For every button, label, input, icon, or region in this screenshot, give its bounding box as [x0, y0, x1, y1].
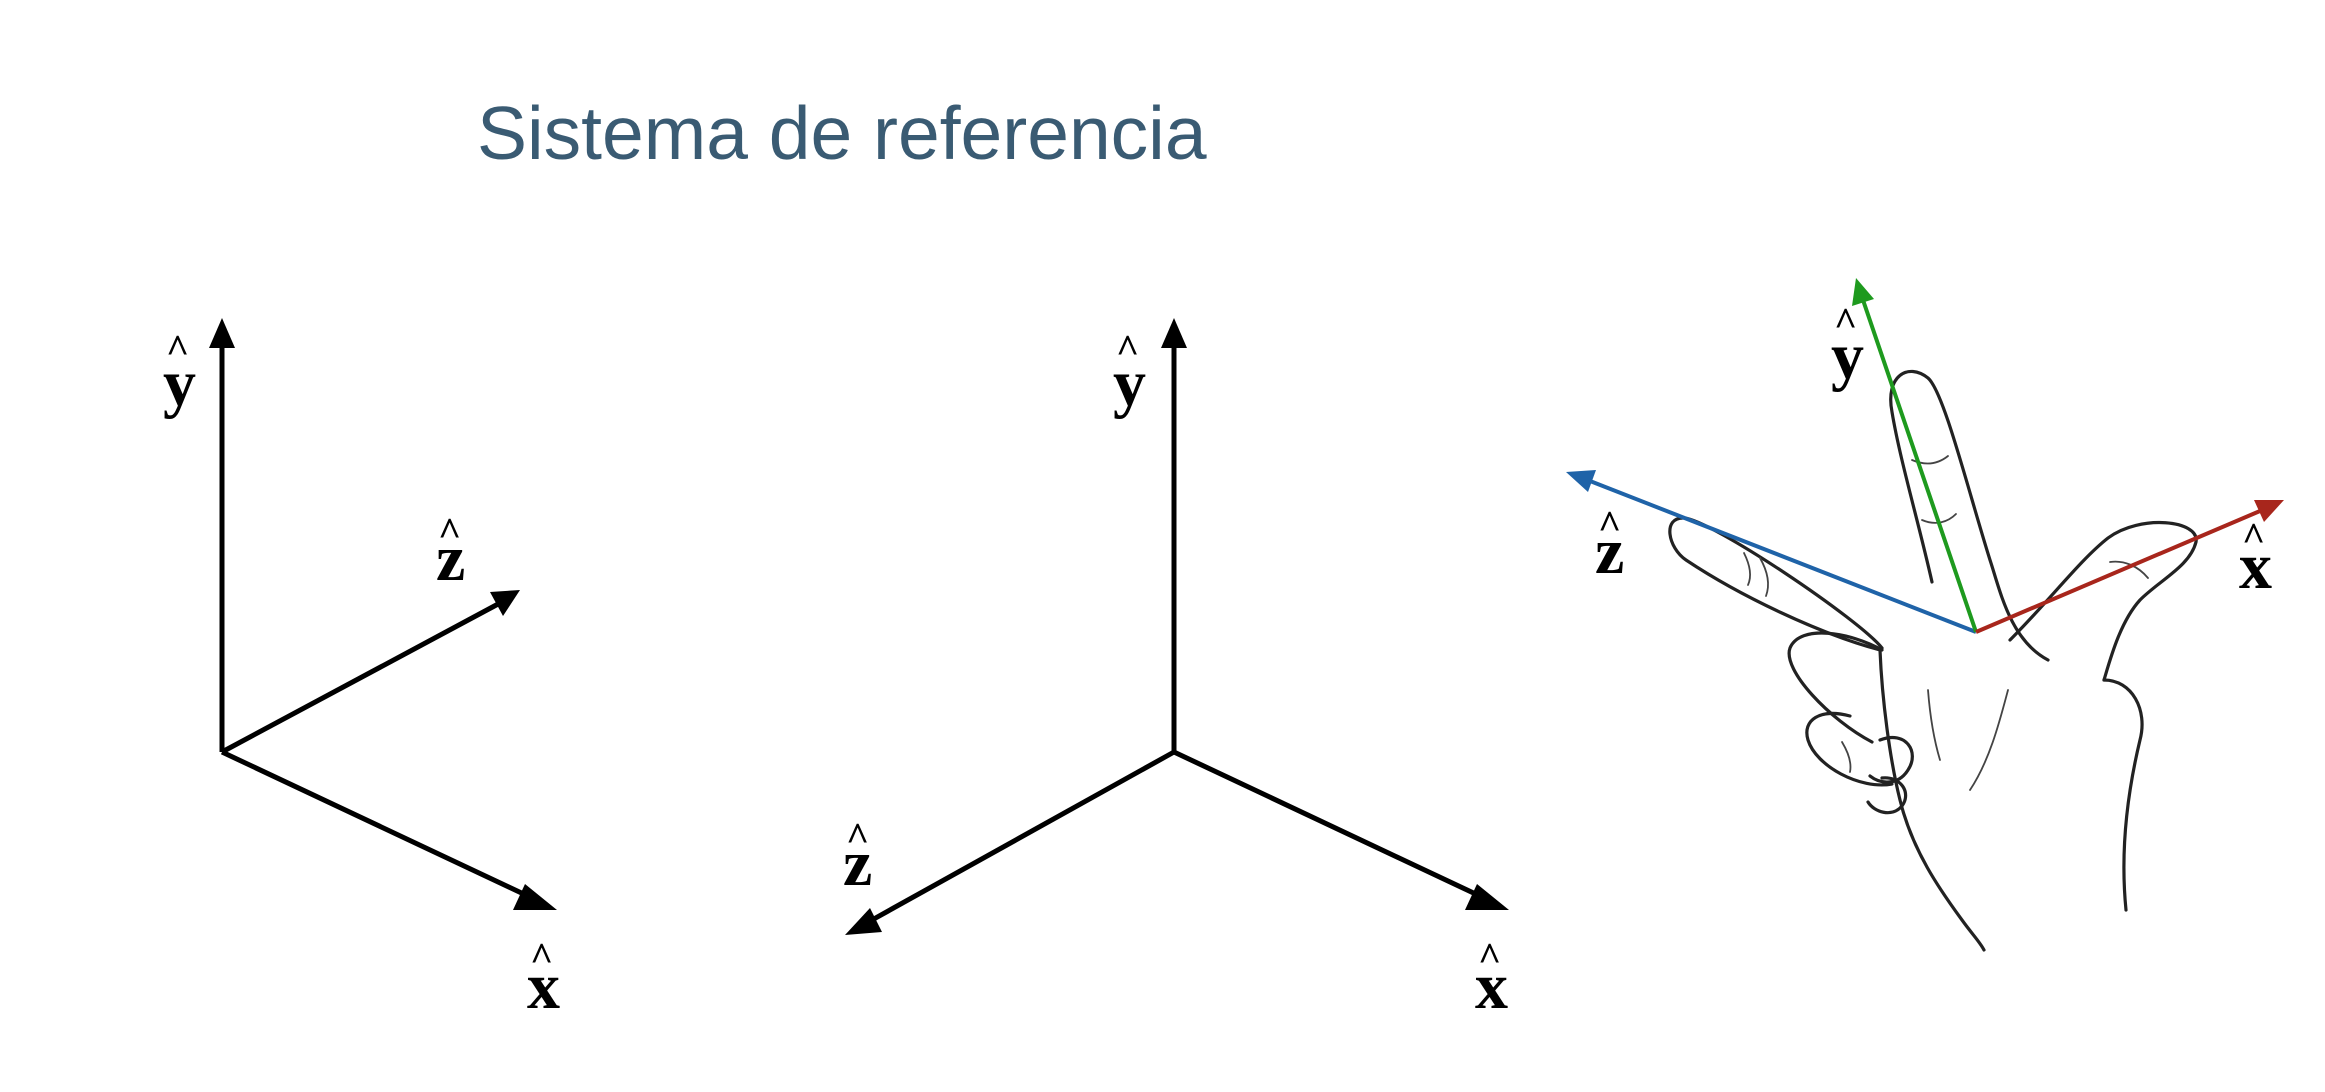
- center-z-label: z: [843, 827, 872, 900]
- center-z-hat: ^: [846, 814, 869, 859]
- center-z-arrowhead: [845, 908, 882, 935]
- left-y-arrowhead: [209, 318, 235, 348]
- hand-y-axis: [1861, 299, 1978, 633]
- left-z-label: z: [436, 522, 465, 595]
- hand-x-hat: ^: [2242, 514, 2265, 559]
- hand-z-arrowhead: [1566, 470, 1596, 492]
- hand-z-label: z: [1595, 515, 1624, 588]
- center-y-label: y: [1113, 347, 1146, 420]
- right-hand-rule-icon: [1668, 369, 2198, 952]
- center-y-arrowhead: [1161, 318, 1187, 348]
- left-x-axis: [220, 749, 532, 900]
- center-x-axis: [1172, 749, 1484, 900]
- left-y-label: y: [163, 347, 196, 420]
- left-x-label: x: [527, 950, 560, 1023]
- hand-z-axis: [1589, 479, 1977, 634]
- left-x-hat: ^: [530, 934, 553, 979]
- left-frame: ^ y ^ z ^ x: [163, 318, 560, 1023]
- center-z-axis: [870, 749, 1176, 923]
- left-z-axis: [220, 600, 502, 755]
- hand-x-axis: [1975, 509, 2261, 634]
- center-x-arrowhead: [1465, 884, 1509, 910]
- left-x-arrowhead: [513, 884, 557, 910]
- hand-x-label: x: [2239, 530, 2272, 603]
- left-y-hat: ^: [166, 326, 189, 371]
- hand-z-hat: ^: [1598, 502, 1621, 547]
- left-z-hat: ^: [438, 509, 461, 554]
- center-x-label: x: [1475, 950, 1508, 1023]
- hand-y-label: y: [1831, 320, 1864, 393]
- hand-y-arrowhead: [1852, 278, 1874, 306]
- center-frame: ^ y ^ z ^ x: [843, 318, 1509, 1023]
- left-z-arrowhead: [490, 590, 520, 616]
- hand-y-hat: ^: [1834, 299, 1857, 344]
- center-x-hat: ^: [1478, 934, 1501, 979]
- hand-frame: ^ y ^ z ^ x: [1566, 278, 2284, 952]
- hand-x-arrowhead: [2254, 500, 2284, 522]
- slide-title: Sistema de referencia: [477, 91, 1207, 175]
- center-y-hat: ^: [1116, 326, 1139, 371]
